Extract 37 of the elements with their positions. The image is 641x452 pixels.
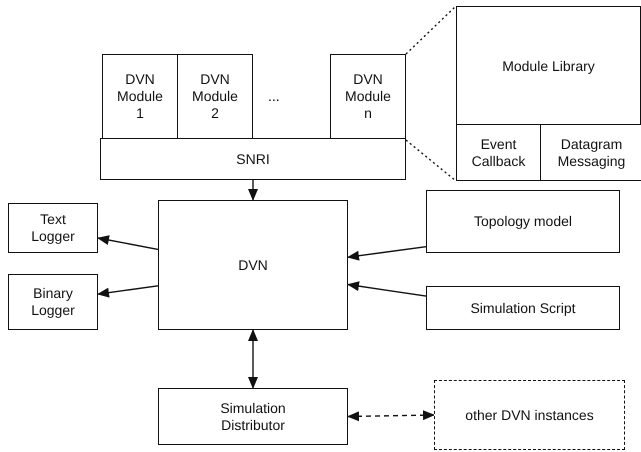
node-label: Text Logger bbox=[30, 211, 76, 245]
arrow bbox=[97, 235, 158, 250]
node-label: DVN Module n bbox=[344, 71, 392, 122]
arrow bbox=[347, 246, 426, 261]
node-label: Datagram Messaging bbox=[556, 136, 626, 170]
process-box bbox=[434, 380, 625, 450]
process-box bbox=[158, 388, 348, 445]
node-label: Topology model bbox=[474, 213, 572, 230]
process-box bbox=[426, 286, 620, 330]
node-label: DVN Module 1 bbox=[116, 71, 164, 122]
process-box bbox=[8, 274, 98, 330]
process-box bbox=[426, 190, 620, 253]
process-box bbox=[8, 203, 98, 253]
zoom-line bbox=[406, 140, 456, 182]
arrow bbox=[248, 180, 258, 201]
process-box bbox=[102, 54, 178, 139]
process-box bbox=[158, 200, 348, 330]
node-label: Binary Logger bbox=[30, 285, 76, 319]
arrow bbox=[347, 281, 426, 297]
node-label: DVN Module 2 bbox=[191, 71, 239, 122]
arrow bbox=[97, 285, 158, 298]
node-label: other DVN instances bbox=[465, 406, 594, 424]
process-box bbox=[456, 6, 641, 181]
zoom-line bbox=[406, 6, 456, 54]
arrow bbox=[248, 329, 258, 389]
node-label: Module Library bbox=[502, 58, 595, 74]
node-label: DVN bbox=[238, 256, 268, 274]
node-label: Event Callback bbox=[470, 136, 526, 170]
sub-box bbox=[540, 124, 641, 181]
arrow bbox=[347, 410, 435, 422]
node-label: SNRI bbox=[236, 150, 270, 168]
process-box bbox=[177, 54, 253, 139]
node-label: Simulation Distributor bbox=[219, 400, 287, 434]
ellipsis-label: ... bbox=[268, 88, 280, 104]
node-label: Simulation Script bbox=[470, 300, 576, 316]
process-box bbox=[100, 138, 406, 180]
process-box bbox=[330, 54, 406, 139]
